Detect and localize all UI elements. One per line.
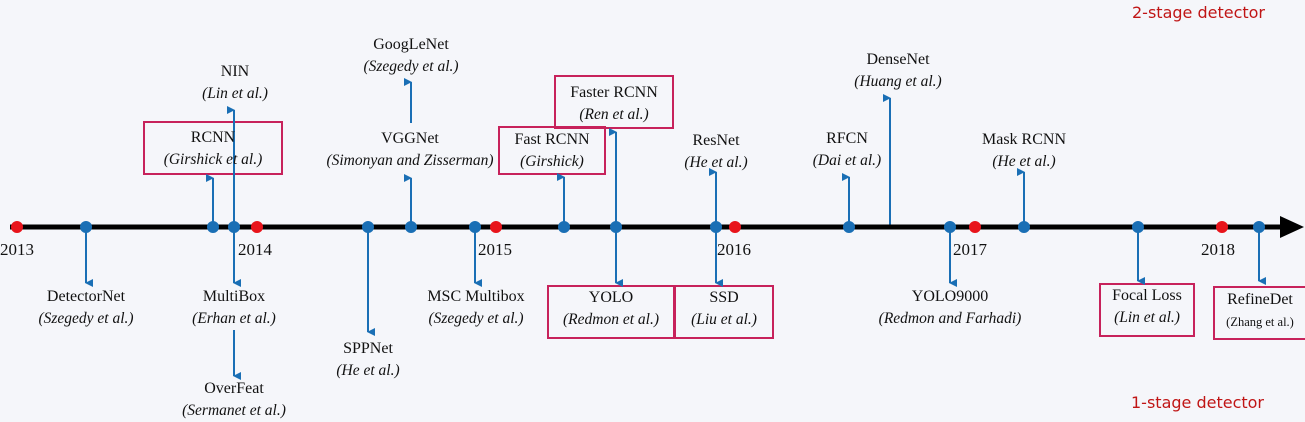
milestone-marker-msc-multibox (469, 221, 481, 233)
milestone-marker-rfcn (843, 221, 855, 233)
timeline-arrowhead (1280, 216, 1304, 238)
detectornet-authors: (Szegedy et al.) (38, 310, 134, 327)
multibox-name: MultiBox (202, 288, 266, 305)
msc-multibox-authors: (Szegedy et al.) (428, 310, 524, 327)
yolo9000-authors: (Redmon and Farhadi) (878, 310, 1022, 327)
ssd-name: SSD (709, 289, 739, 306)
year-marker-2015 (490, 221, 502, 233)
rcnn-name: RCNN (190, 129, 236, 146)
yolo-name: YOLO (588, 289, 634, 306)
googlenet-name: GoogLeNet (373, 36, 449, 53)
mask-rcnn-name: Mask RCNN (981, 131, 1066, 148)
overfeat-authors: (Sermanet et al.) (182, 402, 286, 419)
sppnet-authors: (He et al.) (336, 362, 400, 379)
nin-authors: (Lin et al.) (202, 85, 268, 102)
googlenet-authors: (Szegedy et al.) (363, 58, 459, 75)
milestone-marker-fast-rcnn (558, 221, 570, 233)
rcnn-authors: (Girshick et al.) (163, 151, 263, 168)
sppnet-name: SPPNet (343, 340, 393, 357)
overfeat-label: OverFeat (Sermanet et al.) (162, 378, 306, 422)
nin-name: NIN (220, 63, 250, 80)
detectornet-name: DetectorNet (46, 288, 126, 305)
faster-rcnn-authors: (Ren et al.) (579, 106, 649, 123)
ssd-authors: (Liu et al.) (691, 311, 757, 328)
vggnet-name: VGGNet (381, 130, 439, 147)
vggnet-authors: (Simonyan and Zisserman) (326, 152, 494, 169)
year-marker-2017 (969, 221, 981, 233)
msc-multibox-name: MSC Multibox (427, 288, 525, 305)
rfcn-name: RFCN (826, 130, 868, 147)
densenet-label: DenseNet (Huang et al.) (828, 49, 968, 93)
focal-loss-highlight-box (1099, 283, 1195, 337)
fast-rcnn-label: Fast RCNN (Girshick) (499, 129, 605, 173)
googlenet-label: GoogLeNet (Szegedy et al.) (336, 34, 486, 78)
milestone-marker-rcnn (207, 221, 219, 233)
rcnn-label: RCNN (Girshick et al.) (144, 127, 282, 171)
yolo-authors: (Redmon et al.) (563, 311, 659, 328)
yolo9000-name: YOLO9000 (911, 288, 989, 305)
focal-loss-authors: (Lin et al.) (1114, 309, 1180, 326)
year-label-2017: 2017 (953, 240, 987, 259)
overfeat-name: OverFeat (204, 380, 264, 397)
detectornet-label: DetectorNet (Szegedy et al.) (16, 286, 156, 330)
yolo9000-label: YOLO9000 (Redmon and Farhadi) (850, 286, 1050, 330)
milestone-marker-focal-loss (1132, 221, 1144, 233)
fast-rcnn-highlight-box (498, 126, 606, 175)
fast-rcnn-name: Fast RCNN (514, 131, 590, 148)
resnet-authors: (He et al.) (684, 154, 748, 171)
msc-multibox-label: MSC Multibox (Szegedy et al.) (408, 286, 544, 330)
refinedet-name: RefineDet (1227, 291, 1293, 308)
densenet-name: DenseNet (866, 51, 930, 68)
year-label-2016: 2016 (717, 240, 751, 259)
milestone-marker-nin-multibox (228, 221, 240, 233)
ssd-highlight-box (674, 285, 774, 339)
year-marker-2013 (11, 221, 23, 233)
milestone-marker-detectornet (80, 221, 92, 233)
densenet-authors: (Huang et al.) (854, 73, 942, 90)
faster-rcnn-name: Faster RCNN (570, 84, 658, 101)
multibox-label: MultiBox (Erhan et al.) (172, 286, 296, 330)
rfcn-label: RFCN (Dai et al.) (792, 128, 902, 172)
yolo-label: YOLO (Redmon et al.) (548, 287, 674, 331)
mask-rcnn-label: Mask RCNN (He et al.) (958, 129, 1090, 173)
ssd-label: SSD (Liu et al.) (675, 287, 773, 331)
year-label-2018: 2018 (1201, 240, 1235, 259)
fast-rcnn-authors: (Girshick) (520, 153, 584, 170)
year-label-2013: 2013 (0, 240, 34, 259)
milestone-marker-sppnet (362, 221, 374, 233)
milestone-marker-yolo-faster-rcnn (610, 221, 622, 233)
milestone-marker-yolo9000 (944, 221, 956, 233)
resnet-label: ResNet (He et al.) (660, 130, 772, 174)
one-stage-legend: 1-stage detector (1131, 393, 1265, 412)
focal-loss-label: Focal Loss (Lin et al.) (1100, 285, 1194, 329)
nin-label: NIN (Lin et al.) (175, 61, 295, 105)
two-stage-legend: 2-stage detector (1132, 3, 1266, 22)
sppnet-label: SPPNet (He et al.) (318, 338, 418, 382)
focal-loss-name: Focal Loss (1112, 287, 1182, 304)
milestone-marker-mask-rcnn (1018, 221, 1030, 233)
refinedet-highlight-box (1213, 286, 1305, 340)
year-marker-2018 (1216, 221, 1228, 233)
multibox-authors: (Erhan et al.) (192, 310, 276, 327)
milestone-marker-resnet-ssd (710, 221, 722, 233)
milestone-marker-refinedet (1253, 221, 1265, 233)
refinedet-authors: (Zhang et al.) (1226, 315, 1294, 329)
refinedet-label: RefineDet (Zhang et al.) (1214, 289, 1305, 333)
year-marker-2016 (729, 221, 741, 233)
mask-rcnn-authors: (He et al.) (992, 153, 1056, 170)
year-label-2015: 2015 (478, 240, 512, 259)
year-marker-2014 (251, 221, 263, 233)
year-label-2014: 2014 (238, 240, 272, 259)
vggnet-label: VGGNet (Simonyan and Zisserman) (295, 128, 525, 172)
rfcn-authors: (Dai et al.) (812, 152, 882, 169)
resnet-name: ResNet (692, 132, 740, 149)
milestone-marker-vggnet (405, 221, 417, 233)
faster-rcnn-label: Faster RCNN (Ren et al.) (555, 82, 673, 126)
